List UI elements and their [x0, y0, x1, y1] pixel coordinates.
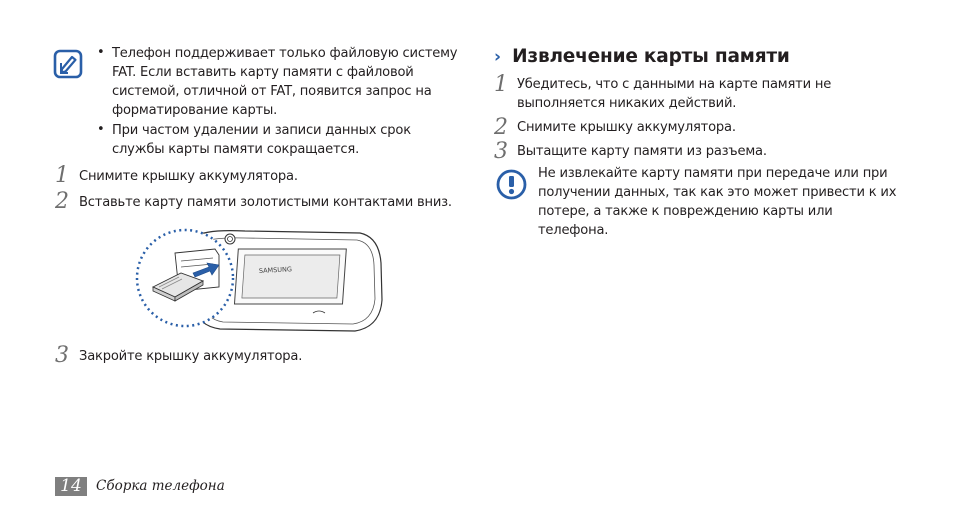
warning-text: Не извлекайте карту памяти при передаче … — [538, 166, 897, 238]
right-step-number-2: 2 — [494, 115, 508, 140]
note-bullet-2: • — [97, 122, 105, 137]
right-step-number-1: 1 — [494, 72, 508, 97]
footer-section-title: Сборка телефона — [96, 478, 225, 494]
right-step-text-2: Снимите крышку аккумулятора. — [517, 120, 736, 135]
note-icon — [53, 49, 83, 79]
heading-text: Извлечение карты памяти — [512, 46, 790, 67]
section-heading: › Извлечение карты памяти — [494, 46, 790, 67]
memory-card-illustration: SAMSUNG — [135, 225, 385, 337]
step-text-2: Вставьте карту памяти золотистыми контак… — [79, 195, 452, 210]
step-number-3: 3 — [55, 343, 69, 368]
right-step-text-1: Убедитесь, что с данными на карте памяти… — [517, 77, 832, 111]
note-bullet-1: • — [97, 45, 105, 60]
note-text-1: Телефон поддерживает только файловую сис… — [112, 46, 458, 118]
right-step-number-3: 3 — [494, 139, 508, 164]
step-number-2: 2 — [55, 189, 69, 214]
step-text-1: Снимите крышку аккумулятора. — [79, 169, 298, 184]
step-number-1: 1 — [55, 163, 69, 188]
page-number: 14 — [55, 477, 87, 496]
step-text-3: Закройте крышку аккумулятора. — [79, 349, 303, 364]
right-step-text-3: Вытащите карту памяти из разъема. — [517, 144, 767, 159]
brand-label: SAMSUNG — [259, 265, 292, 275]
note-text-2: При частом удалении и записи данных срок… — [112, 123, 411, 157]
warning-icon — [496, 169, 527, 200]
chevron-right-icon: › — [494, 47, 502, 67]
